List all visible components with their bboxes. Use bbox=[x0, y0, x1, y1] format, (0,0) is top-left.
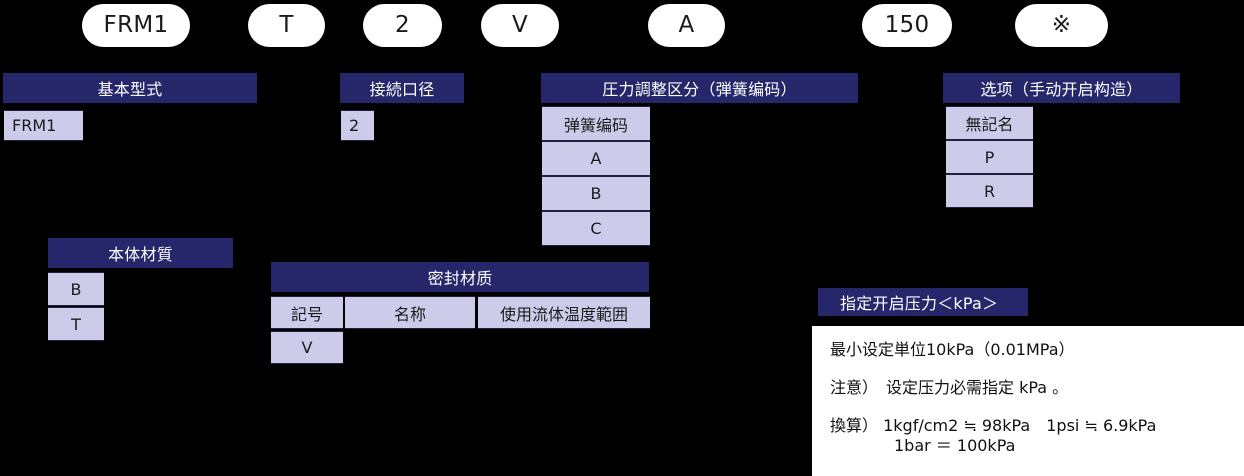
pressure-range-cell-a[interactable]: A bbox=[542, 141, 650, 176]
options-cell-p[interactable]: P bbox=[946, 140, 1033, 174]
section-header-options: 选项（手动开启构造） bbox=[943, 73, 1180, 103]
section-header-set-pressure: 指定开启压力＜kPa＞ bbox=[818, 288, 1028, 316]
set-pressure-note-panel: 最小设定単位10kPa（0.01MPa） 注意） 设定压力必需指定 kPa 。 … bbox=[812, 326, 1244, 476]
note-conversion-line2: 1bar ＝ 100kPa bbox=[830, 436, 1016, 455]
model-code-pill-option[interactable]: ※ bbox=[1015, 4, 1108, 47]
pressure-range-cell-c[interactable]: C bbox=[542, 211, 650, 246]
pressure-range-column-header: 弹簧编码 bbox=[542, 106, 650, 141]
section-header-seal-material: 密封材质 bbox=[271, 262, 649, 292]
basic-type-cell-frm1[interactable]: FRM1 bbox=[4, 110, 83, 141]
pressure-range-cell-b[interactable]: B bbox=[542, 176, 650, 211]
section-header-body-material: 本体材質 bbox=[48, 238, 233, 268]
model-code-pill-seal-material[interactable]: V bbox=[481, 4, 559, 47]
note-caution: 注意） 设定压力必需指定 kPa 。 bbox=[830, 378, 1069, 397]
section-header-pressure-range: 圧力調整区分（弾簧编码） bbox=[541, 73, 858, 103]
section-header-basic-type: 基本型式 bbox=[3, 73, 257, 103]
section-header-connection-size: 接続口径 bbox=[340, 73, 464, 103]
note-minimum-unit: 最小设定単位10kPa（0.01MPa） bbox=[830, 340, 1075, 359]
model-code-pill-body-material[interactable]: T bbox=[248, 4, 325, 47]
options-cell-blank[interactable]: 無記名 bbox=[946, 106, 1033, 140]
body-material-cell-t[interactable]: T bbox=[48, 307, 104, 341]
note-conversion-line1: 換算） 1kgf/cm2 ≒ 98kPa 1psi ≒ 6.9kPa bbox=[830, 416, 1157, 435]
model-code-pill-set-pressure[interactable]: 150 bbox=[862, 4, 952, 47]
body-material-cell-b[interactable]: B bbox=[48, 272, 104, 306]
model-code-pill-basic-type[interactable]: FRM1 bbox=[82, 4, 190, 47]
options-cell-r[interactable]: R bbox=[946, 174, 1033, 208]
connection-size-cell-2[interactable]: 2 bbox=[341, 110, 374, 141]
model-code-pill-connection-size[interactable]: 2 bbox=[363, 4, 442, 47]
seal-material-col-name: 名称 bbox=[345, 296, 475, 329]
model-code-pill-spring-code[interactable]: A bbox=[648, 4, 725, 47]
seal-material-col-temp-range: 使用流体温度範囲 bbox=[478, 296, 650, 329]
seal-material-col-symbol: 記号 bbox=[271, 296, 343, 329]
seal-material-cell-v[interactable]: V bbox=[271, 331, 343, 364]
